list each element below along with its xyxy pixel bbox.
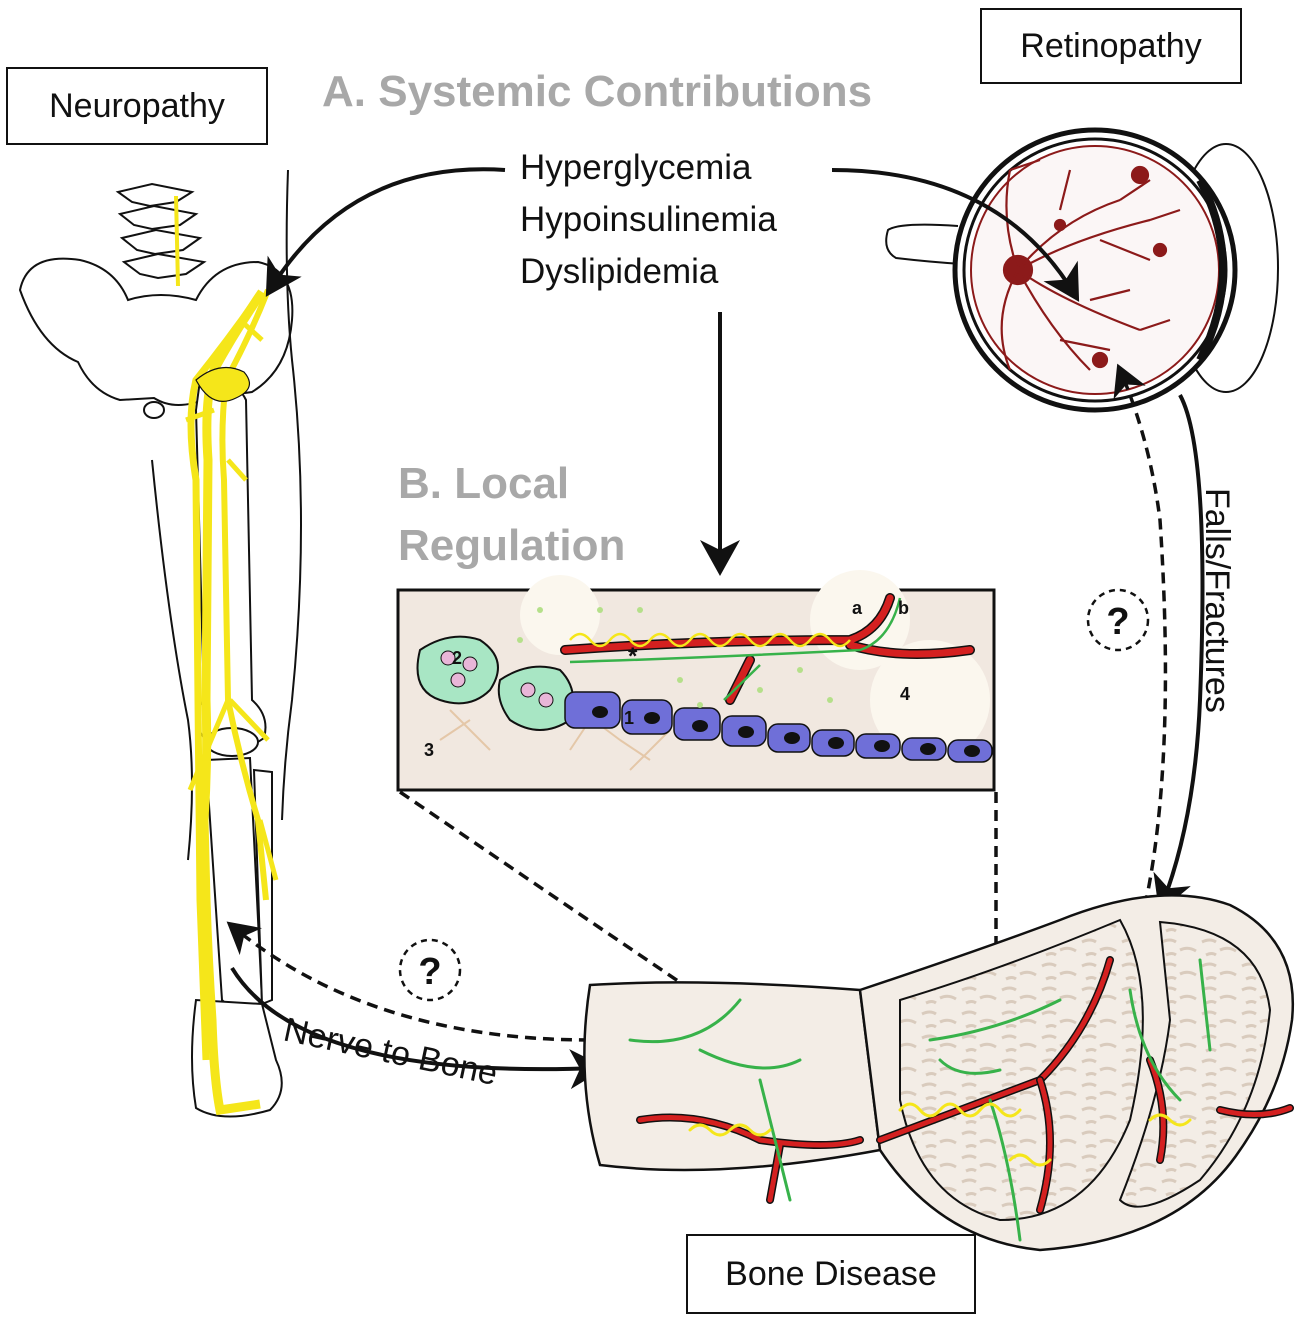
sciatic-nerve	[185, 288, 279, 1116]
arrow-falls-fractures	[1153, 394, 1205, 913]
systemic-conditions-list: Hyperglycemia Hypoinsulinemia Dyslipidem…	[520, 142, 777, 298]
bone-shaft	[583, 981, 882, 1172]
bone-disease-label: Bone Disease	[686, 1234, 976, 1314]
neuropathy-label: Neuropathy	[6, 67, 268, 145]
condition-dyslipidemia: Dyslipidemia	[520, 252, 719, 291]
arrow-to-neuropathy	[265, 167, 506, 297]
arrows	[230, 167, 1205, 1090]
condition-hyperglycemia: Hyperglycemia	[520, 148, 752, 187]
arrow-nerve-to-bone	[230, 966, 606, 1090]
eye-illustration	[885, 127, 1279, 413]
spine	[115, 182, 207, 287]
dashed-arrow-bone-to-retina	[1113, 363, 1168, 907]
local-regulation-heading-line2: Regulation	[398, 521, 626, 570]
unknown-link-markers	[398, 588, 1150, 1002]
systemic-contributions-heading: A. Systemic Contributions	[322, 67, 873, 116]
local-regulation-inset	[396, 570, 996, 792]
arrow-to-retinopathy	[831, 168, 1080, 302]
bone-illustration	[583, 894, 1295, 1252]
dashed-arrow-bone-to-nerve	[226, 921, 591, 1042]
condition-hypoinsulinemia: Hypoinsulinemia	[520, 200, 777, 239]
retinopathy-label: Retinopathy	[980, 8, 1242, 84]
local-regulation-heading-line1: B. Local	[398, 459, 570, 508]
